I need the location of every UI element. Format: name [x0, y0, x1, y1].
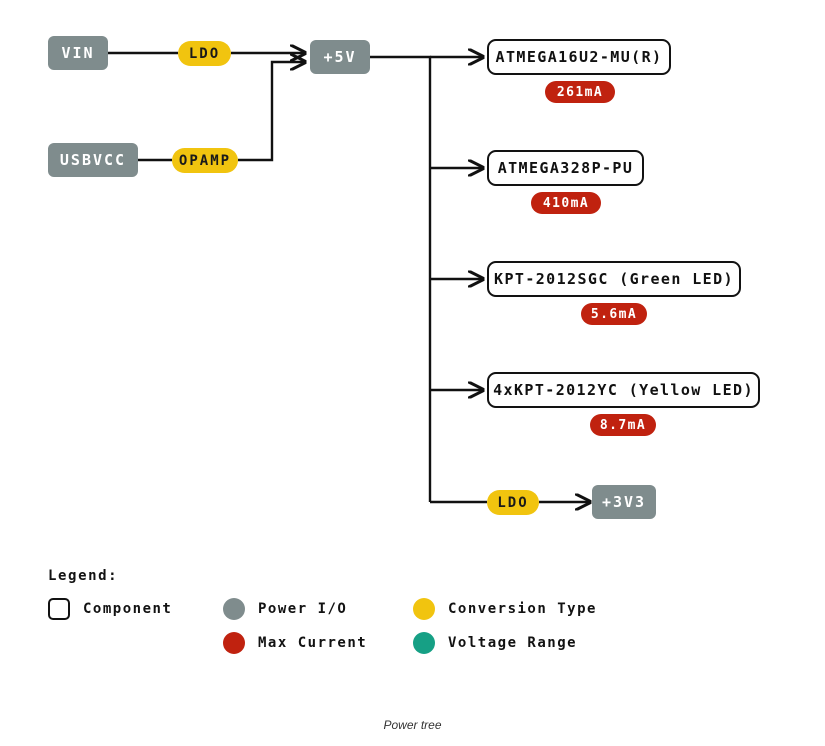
load-green-led-current-badge: 5.6mA [581, 303, 647, 325]
converter-ldo-3v3-label: LDO [497, 494, 529, 511]
load-atmega328p-current-badge: 410mA [531, 192, 601, 214]
source-usbvcc[interactable]: USBVCC [48, 143, 138, 177]
legend-power-io-label: Power I/O [258, 601, 348, 617]
rail-5v[interactable]: +5V [310, 40, 370, 74]
legend-power-io: Power I/O [223, 598, 347, 620]
load-yellow-led-current: 8.7mA [599, 417, 647, 433]
legend-max-current-label: Max Current [258, 635, 368, 651]
converter-ldo-vin-label: LDO [188, 45, 221, 62]
load-atmega16u2-current: 261mA [556, 84, 604, 100]
rail-5v-label: +5V [323, 48, 357, 66]
load-green-led-label: KPT-2012SGC (Green LED) [494, 270, 734, 288]
load-green-led[interactable]: KPT-2012SGC (Green LED) [487, 261, 741, 297]
rail-3v3-label: +3V3 [601, 493, 647, 511]
source-vin-label: VIN [61, 44, 95, 62]
load-atmega16u2-current-badge: 261mA [545, 81, 615, 103]
conversion-type-swatch-icon [413, 598, 435, 620]
load-yellow-led[interactable]: 4xKPT-2012YC (Yellow LED) [487, 372, 760, 408]
voltage-range-swatch-icon [413, 632, 435, 654]
wire-opamp-to-5v [238, 62, 305, 162]
power-io-swatch-icon [223, 598, 245, 620]
load-green-led-current: 5.6mA [590, 306, 638, 322]
rail-3v3[interactable]: +3V3 [592, 485, 656, 519]
legend-component: Component [48, 598, 172, 620]
legend: Legend: Component Power I/O Conversion T… [48, 568, 648, 666]
source-usbvcc-label: USBVCC [59, 151, 127, 169]
legend-conversion-label: Conversion Type [448, 601, 597, 617]
figure-caption: Power tree [383, 718, 442, 732]
legend-title: Legend: [48, 568, 119, 584]
load-atmega328p-current: 410mA [542, 195, 590, 211]
legend-component-label: Component [83, 601, 173, 617]
max-current-swatch-icon [223, 632, 245, 654]
load-atmega16u2-label: ATMEGA16U2-MU(R) [495, 48, 663, 66]
source-vin[interactable]: VIN [48, 36, 108, 70]
legend-max-current: Max Current [223, 632, 367, 654]
converter-ldo-vin[interactable]: LDO [178, 41, 231, 66]
load-atmega328p[interactable]: ATMEGA328P-PU [487, 150, 644, 186]
load-atmega328p-label: ATMEGA328P-PU [497, 159, 634, 177]
load-yellow-led-current-badge: 8.7mA [590, 414, 656, 436]
load-yellow-led-label: 4xKPT-2012YC (Yellow LED) [493, 381, 754, 399]
converter-opamp[interactable]: OPAMP [172, 148, 238, 173]
legend-voltage-range-label: Voltage Range [448, 635, 578, 651]
converter-ldo-3v3[interactable]: LDO [487, 490, 539, 515]
component-swatch-icon [48, 598, 70, 620]
converter-opamp-label: OPAMP [178, 152, 232, 169]
legend-conversion: Conversion Type [413, 598, 597, 620]
wire-5v-bus [370, 55, 432, 502]
load-atmega16u2[interactable]: ATMEGA16U2-MU(R) [487, 39, 671, 75]
legend-voltage-range: Voltage Range [413, 632, 577, 654]
